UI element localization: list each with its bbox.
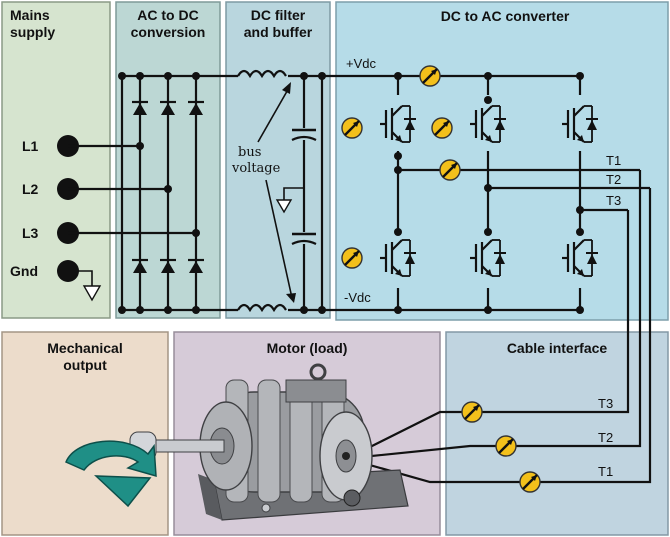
inverter-output-t1: T1: [606, 153, 621, 168]
terminal-label-l3: L3: [22, 225, 39, 241]
terminal-label-l2: L2: [22, 181, 39, 197]
probe-icon-igbt-4: [340, 246, 364, 270]
cable-panel: [445, 331, 669, 536]
terminal-label-gnd: Gnd: [10, 263, 38, 279]
probe-icon-cable-t1: [518, 470, 542, 494]
bus-voltage-label-2: voltage: [231, 161, 281, 176]
probe-icon-cable-t2: [494, 434, 518, 458]
mechanical-title-2: output: [63, 357, 107, 373]
rotation-arrow-icon: [65, 440, 157, 478]
terminal-label-l1: L1: [22, 138, 39, 154]
motor-illustration: [129, 363, 409, 521]
cable-output-t1: T1: [598, 464, 613, 479]
probe-icon-igbt-1: [340, 116, 364, 140]
cable-title: Cable interface: [507, 340, 608, 356]
inverter-bridge: [330, 72, 607, 314]
rectifier-bridge: [118, 72, 330, 314]
cable-output-t3: T3: [598, 396, 613, 411]
probe-icon-igbt-2: [430, 116, 454, 140]
inverter-output-t2: T2: [606, 172, 621, 187]
mains-panel: [1, 1, 111, 319]
inverter-output-t3: T3: [606, 193, 621, 208]
dc-filter: [237, 69, 326, 316]
bus-arrow-down: [265, 179, 293, 299]
acdc-title-1: AC to DC: [137, 7, 198, 23]
filter-title-2: and buffer: [244, 24, 313, 40]
bus-voltage-label-1: bus: [238, 145, 261, 160]
negative-bus-label: -Vdc: [344, 290, 371, 305]
filter-title-1: DC filter: [251, 7, 306, 23]
probe-icon-positive-bus: [418, 64, 442, 88]
positive-bus-label: +Vdc: [346, 56, 376, 71]
acdc-title-2: conversion: [131, 24, 206, 40]
ground-symbol: [78, 270, 102, 302]
mains-title-1: Mains: [10, 7, 50, 23]
mains-title-2: supply: [10, 24, 55, 40]
motor-title: Motor (load): [267, 340, 348, 356]
cable-output-t2: T2: [598, 430, 613, 445]
mechanical-title-1: Mechanical: [47, 340, 122, 356]
dcac-title: DC to AC converter: [441, 8, 570, 24]
probe-icon-cable-t3: [460, 400, 484, 424]
bus-arrow-up: [257, 85, 291, 143]
probe-icon-output: [438, 158, 462, 182]
terminal-gnd: [57, 260, 79, 282]
filter-panel: [225, 1, 331, 319]
